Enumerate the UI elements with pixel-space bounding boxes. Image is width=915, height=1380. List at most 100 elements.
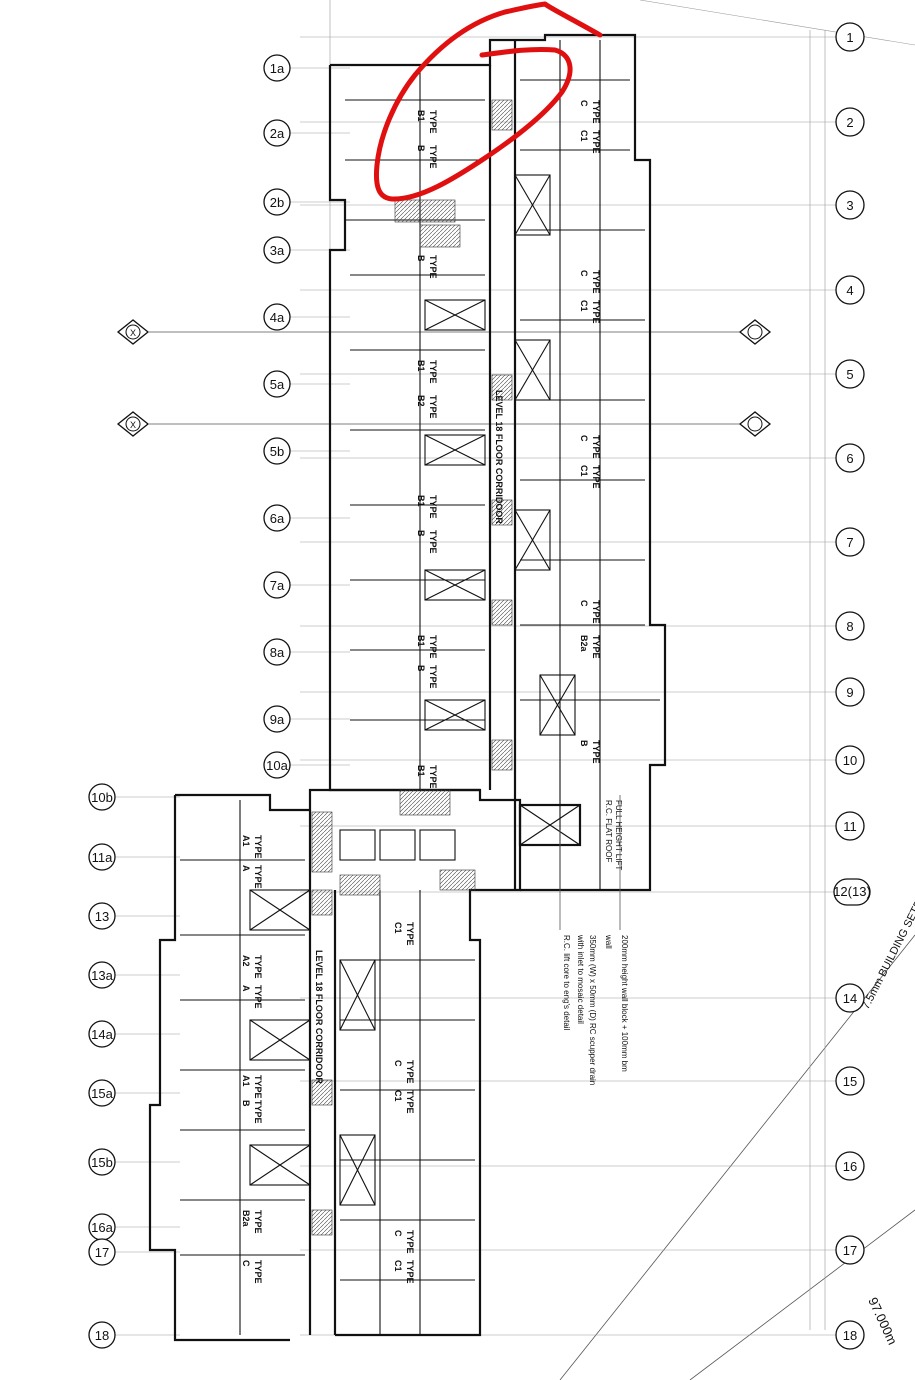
grid-label: 18 (95, 1328, 109, 1343)
unit-type-code: C1 (393, 1090, 403, 1102)
unit-type-word: TYPE (591, 300, 601, 324)
lower-right-shaft (339, 1134, 376, 1206)
grid-label: 4a (270, 310, 285, 325)
lower-core (311, 789, 476, 1236)
upper-left-shaft (424, 299, 486, 331)
grid-label: 6 (846, 451, 853, 466)
grid-label: 12(13) (833, 884, 871, 899)
grid-label: 9 (846, 685, 853, 700)
lower-shafts (249, 889, 376, 1206)
unit-type-word: TYPE (405, 922, 415, 946)
unit-type-code: B (416, 145, 426, 152)
grid-label: 15a (91, 1086, 113, 1101)
grid-bubble-12-13: 12(13) (833, 878, 871, 906)
grid-label: 1a (270, 61, 285, 76)
grid-bubble-4a: 4a (263, 303, 291, 331)
unit-type-code: C (579, 435, 589, 442)
grid-bubble-15a: 15a (88, 1079, 116, 1107)
grid-bubble-14: 14 (835, 983, 865, 1013)
unit-type-word: TYPE (428, 765, 438, 789)
unit-type-code: A1 (241, 835, 251, 847)
grid-label: 18 (843, 1328, 857, 1343)
unit-type-word: TYPE (428, 495, 438, 519)
section-marker-upper: X (116, 319, 772, 345)
grid-bubble-8: 8 (835, 611, 865, 641)
unit-type-word: TYPE (591, 740, 601, 764)
grid-bubble-15b: 15b (88, 1148, 116, 1176)
unit-type-word: TYPE (253, 1075, 263, 1099)
lower-left-shaft (249, 889, 311, 931)
unit-type-code: A (241, 985, 251, 992)
unit-type-code: C1 (579, 300, 589, 312)
note-line: 350mm (W) x 50mm (D) RC scupper drain (588, 935, 597, 1085)
grid-bubble-18: 18 (835, 1320, 865, 1350)
unit-labels: TYPEB1TYPEBTYPEBTYPEB1TYPEB2TYPEB1TYPEBT… (241, 100, 601, 1284)
unit-type-word: TYPE (591, 600, 601, 624)
unit-type-code: C (393, 1060, 403, 1067)
grid-label: 10b (91, 790, 113, 805)
unit-type-code: B1 (416, 360, 426, 372)
section-marker-lower: X (116, 411, 772, 437)
grid-label: 5a (270, 377, 285, 392)
grid-bubble-6a: 6a (263, 504, 291, 532)
grid-label: 1 (846, 30, 853, 45)
unit-type-code: B1 (416, 110, 426, 122)
grid-label: 9a (270, 712, 285, 727)
red-markup-circle (373, 1, 603, 202)
unit-type-word: TYPE (405, 1260, 415, 1284)
grid-label: 3 (846, 198, 853, 213)
grid-label: 11 (843, 819, 857, 834)
grid-bubble-14a: 14a (88, 1020, 116, 1048)
unit-type-code: C (579, 600, 589, 607)
unit-type-word: TYPE (253, 1100, 263, 1124)
unit-type-code: B1 (416, 635, 426, 647)
grid-label: 5 (846, 367, 853, 382)
unit-type-word: TYPE (428, 110, 438, 134)
lift-roof-block (518, 803, 582, 847)
site-dimension-label: 97.000m (865, 1295, 900, 1347)
grid-label: 13 (95, 909, 109, 924)
grid-bubble-3a: 3a (263, 236, 291, 264)
setback-line-label: 7.5mm BUILDING SETBACK LINE (860, 854, 915, 1011)
grid-label: 15 (843, 1074, 857, 1089)
unit-type-word: TYPE (405, 1090, 415, 1114)
section-label: X (130, 328, 136, 338)
unit-type-word: TYPE (405, 1230, 415, 1254)
roof-note-flat-roof: R.C. FLAT ROOF (604, 800, 613, 862)
grid-bubble-7a: 7a (263, 571, 291, 599)
unit-type-code: B1 (416, 495, 426, 507)
unit-type-word: TYPE (591, 270, 601, 294)
grid-label: 14a (91, 1027, 113, 1042)
grid-bubble-6: 6 (835, 443, 865, 473)
unit-type-word: TYPE (428, 360, 438, 384)
unit-type-word: TYPE (253, 1210, 263, 1234)
unit-type-code: B2 (416, 395, 426, 407)
lower-left-shaft (249, 1144, 311, 1186)
grid-label: 17 (95, 1245, 109, 1260)
grid-bubble-11a: 11a (88, 843, 116, 871)
unit-type-word: TYPE (428, 395, 438, 419)
grid-bubble-10: 10 (835, 745, 865, 775)
unit-type-code: C1 (393, 1260, 403, 1272)
grid-label: 8 (846, 619, 853, 634)
grid-label: 2 (846, 115, 853, 130)
unit-type-word: TYPE (428, 255, 438, 279)
upper-corridor-hatches (394, 99, 513, 771)
unit-type-word: TYPE (253, 1260, 263, 1284)
